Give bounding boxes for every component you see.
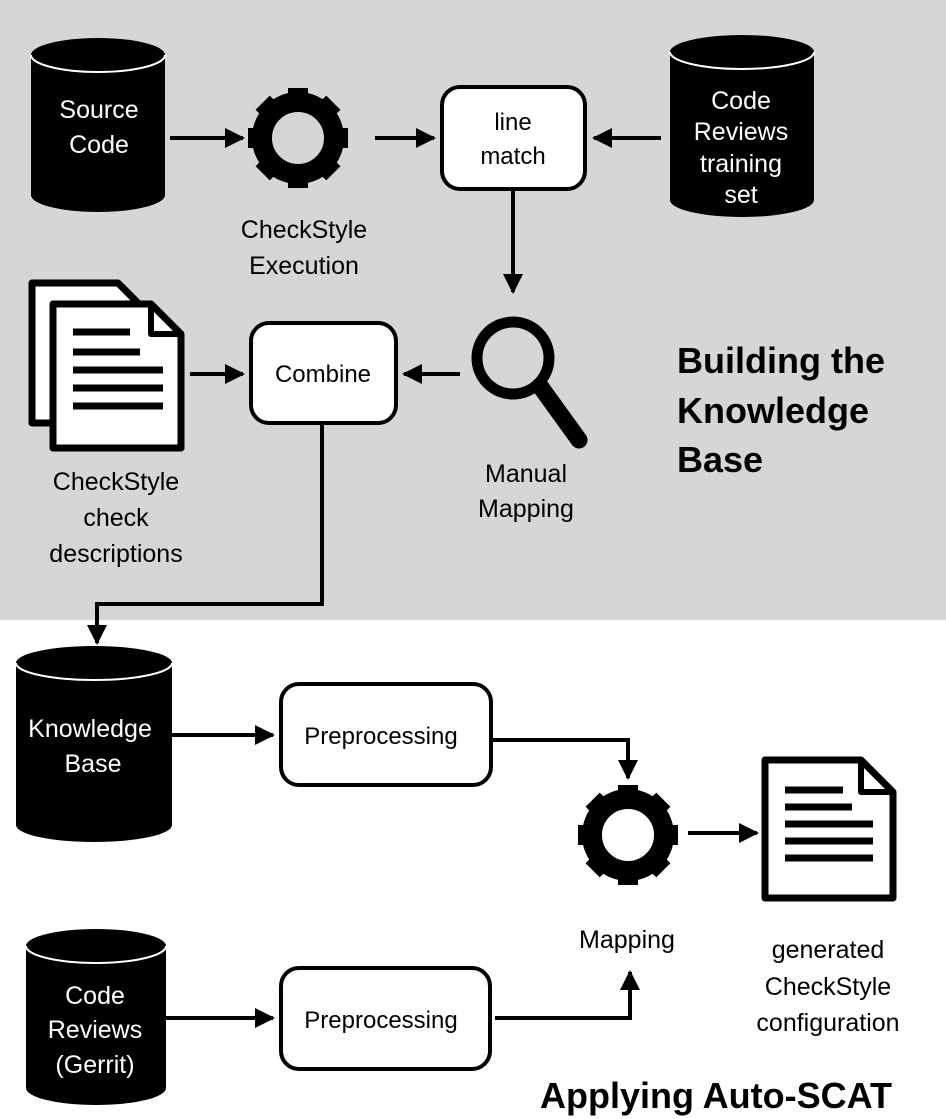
mapping-node: Mapping bbox=[578, 785, 678, 954]
generated-config-label-1: generated bbox=[772, 936, 885, 964]
code-reviews-training-label-2: Reviews bbox=[694, 118, 788, 146]
combine-label: Combine bbox=[275, 361, 371, 388]
preprocessing-gerrit-label: Preprocessing bbox=[304, 1007, 457, 1034]
checkstyle-execution-label-1: CheckStyle bbox=[241, 216, 367, 244]
check-descriptions-label-1: CheckStyle bbox=[53, 468, 179, 496]
document-icon bbox=[761, 756, 897, 902]
check-descriptions-label-2: check bbox=[83, 504, 149, 532]
building-heading-line-2: Knowledge bbox=[677, 390, 869, 431]
manual-mapping-node: Manual Mapping bbox=[471, 316, 588, 523]
generated-config-label-3: configuration bbox=[756, 1009, 899, 1037]
database-icon bbox=[30, 38, 166, 212]
checkstyle-execution-label-2: Execution bbox=[249, 252, 359, 280]
source-code-label-2: Code bbox=[69, 131, 129, 159]
code-reviews-training-label-3: training bbox=[700, 150, 782, 178]
combine-node: Combine bbox=[249, 321, 398, 425]
arrow-preprocessing-to-mapping bbox=[493, 738, 638, 780]
preprocessing-kb-label: Preprocessing bbox=[304, 723, 457, 750]
knowledge-base-node: Knowledge Base bbox=[15, 646, 173, 842]
source-code-node: Source Code bbox=[30, 38, 166, 212]
building-heading: Building the Knowledge Base bbox=[677, 340, 885, 480]
check-descriptions-label-3: descriptions bbox=[49, 540, 182, 568]
checkstyle-execution-node: CheckStyle Execution bbox=[241, 88, 367, 280]
magnifier-icon bbox=[471, 316, 588, 449]
database-icon bbox=[25, 929, 167, 1105]
code-reviews-gerrit-label-1: Code bbox=[65, 982, 125, 1010]
gear-icon bbox=[578, 785, 678, 885]
generated-config-label-2: CheckStyle bbox=[765, 973, 891, 1001]
connectors bbox=[87, 128, 759, 1028]
knowledge-base-label-2: Base bbox=[65, 750, 122, 778]
database-icon bbox=[669, 35, 815, 217]
building-heading-line-1: Building the bbox=[677, 340, 885, 381]
mapping-label: Mapping bbox=[579, 926, 675, 954]
source-code-label-1: Source bbox=[59, 96, 138, 124]
code-reviews-gerrit-node: Code Reviews (Gerrit) bbox=[25, 929, 167, 1105]
code-reviews-gerrit-label-3: (Gerrit) bbox=[55, 1051, 134, 1079]
check-descriptions-node: CheckStyle check descriptions bbox=[28, 279, 185, 568]
preprocessing-kb-node: Preprocessing bbox=[279, 682, 493, 787]
arrow-preprocessing-gerrit-to-mapping bbox=[495, 970, 640, 1020]
manual-mapping-label-2: Mapping bbox=[478, 495, 574, 523]
manual-mapping-label-1: Manual bbox=[485, 460, 567, 488]
preprocessing-gerrit-node: Preprocessing bbox=[279, 966, 492, 1071]
line-match-node: line match bbox=[440, 85, 587, 191]
arrow-combine-to-knowledge-base bbox=[87, 425, 324, 645]
line-match-label-1: line bbox=[494, 109, 531, 136]
documents-icon bbox=[28, 279, 185, 452]
database-icon bbox=[15, 646, 173, 842]
generated-config-node: generated CheckStyle configuration bbox=[756, 756, 900, 1037]
code-reviews-training-label-4: set bbox=[724, 181, 757, 209]
knowledge-base-label-1: Knowledge bbox=[28, 715, 152, 743]
code-reviews-gerrit-label-2: Reviews bbox=[48, 1016, 142, 1044]
line-match-label-2: match bbox=[480, 143, 545, 170]
code-reviews-training-label-1: Code bbox=[711, 87, 771, 115]
code-reviews-training-node: Code Reviews training set bbox=[669, 35, 815, 217]
applying-heading: Applying Auto-SCAT bbox=[540, 1075, 892, 1116]
building-heading-line-3: Base bbox=[677, 439, 763, 480]
